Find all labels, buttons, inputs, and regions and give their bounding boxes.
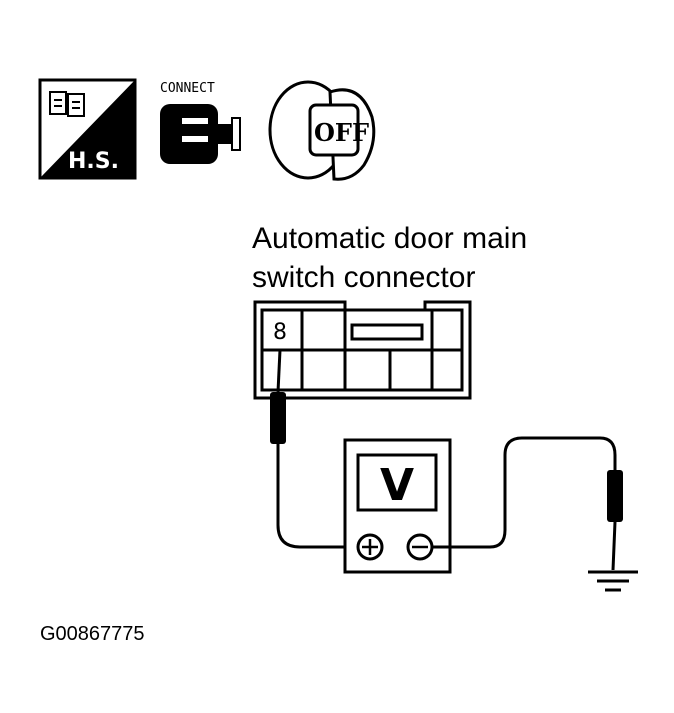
positive-terminal-icon <box>356 533 384 561</box>
harness-connector-hs-icon: H.S. <box>38 78 137 180</box>
negative-probe <box>432 436 623 571</box>
connector-title-line1: Automatic door main <box>252 222 527 255</box>
ignition-key-off-icon: OFF <box>268 80 376 181</box>
figure-code: G00867775 <box>40 623 145 645</box>
connect-icon: CONNECT <box>160 81 241 164</box>
door-switch-connector <box>253 300 472 400</box>
connect-label: CONNECT <box>160 81 215 96</box>
voltmeter: V <box>343 438 452 574</box>
connector-title-line2: switch connector <box>252 261 475 294</box>
hs-label: H.S. <box>68 149 119 174</box>
pin-8-label: 8 <box>273 320 287 345</box>
off-label: OFF <box>314 118 369 147</box>
positive-probe <box>270 349 355 549</box>
negative-terminal-icon <box>406 533 434 561</box>
ground-icon <box>588 570 638 592</box>
voltmeter-symbol: V <box>380 460 414 511</box>
